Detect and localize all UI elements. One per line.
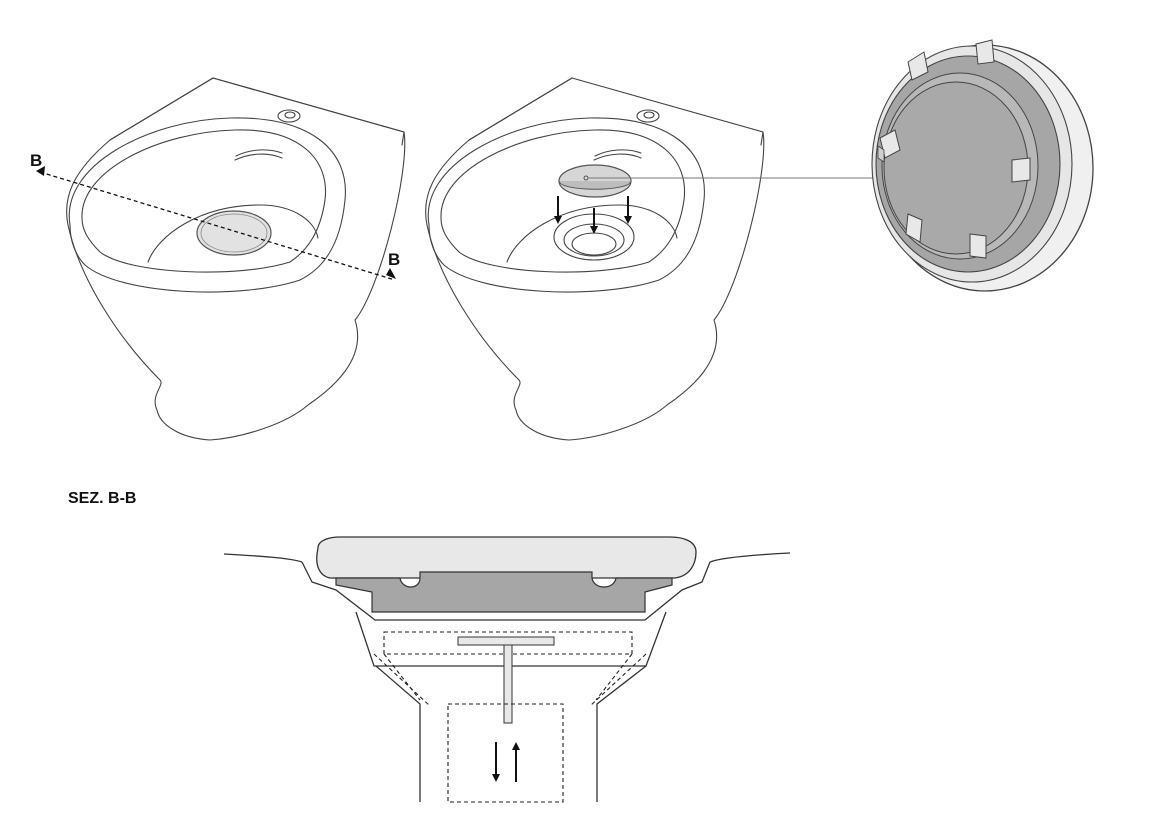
plug-stem <box>457 636 555 646</box>
bidet-view-closed: B B <box>30 77 406 441</box>
section-title: SEZ. B-B <box>68 490 136 507</box>
drain-plug <box>196 210 272 256</box>
plug-detail-view <box>871 39 1094 292</box>
section-marker-start-label: B <box>30 151 42 170</box>
section-marker-end-icon <box>386 268 396 279</box>
section-line-b-b <box>39 171 396 281</box>
bidet-view-open <box>425 77 960 441</box>
plug-body-section <box>335 571 673 613</box>
faucet-hole <box>277 109 301 123</box>
section-marker-start-icon <box>36 166 45 176</box>
section-b-b-drawing <box>223 536 791 803</box>
overflow-slot <box>234 149 283 161</box>
section-marker-end-label: B <box>388 250 400 269</box>
plug-cap-section <box>316 536 697 579</box>
